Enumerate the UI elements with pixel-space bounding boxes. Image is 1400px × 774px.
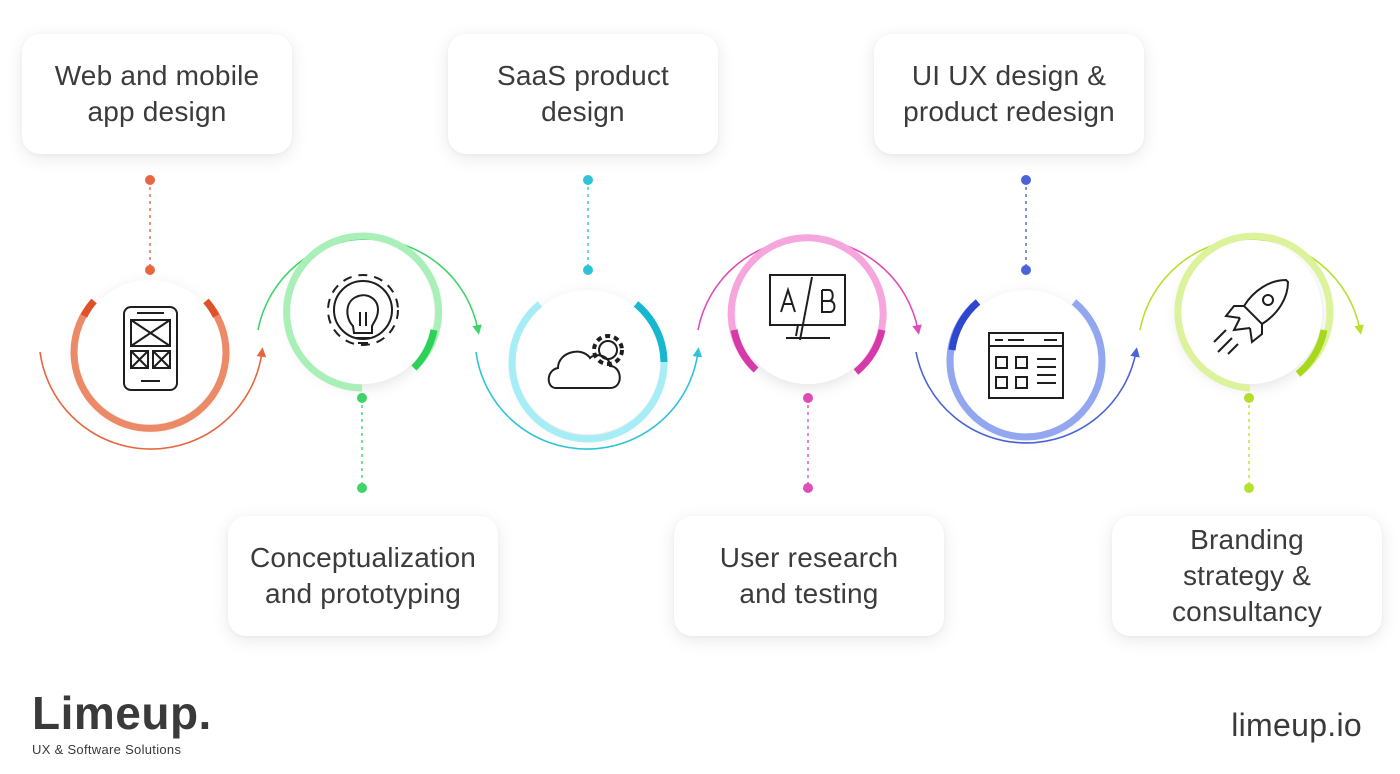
site-url[interactable]: limeup.io bbox=[1231, 707, 1362, 743]
step-card-3: SaaS product design bbox=[448, 34, 718, 154]
step-node-2 bbox=[283, 232, 443, 392]
step-label-5: UI UX design & product redesign bbox=[903, 60, 1115, 127]
step-card-1: Web and mobile app design bbox=[22, 34, 292, 154]
connector-arc-5 bbox=[915, 347, 1140, 444]
dotted-connectors bbox=[149, 180, 1250, 488]
connector-dots bbox=[145, 175, 1254, 493]
rocket-icon bbox=[1213, 278, 1290, 355]
step-card-4: User research and testing bbox=[674, 516, 944, 636]
step-label-1: Web and mobile app design bbox=[54, 60, 260, 127]
dashboard-window-icon bbox=[988, 332, 1064, 399]
gear-lightbulb-icon bbox=[327, 274, 399, 346]
cloud-gear-icon bbox=[547, 334, 624, 389]
mobile-wireframe-icon bbox=[123, 306, 178, 391]
step-node-3 bbox=[508, 290, 668, 443]
step-node-6 bbox=[1174, 232, 1334, 392]
step-node-1 bbox=[70, 280, 230, 432]
step-card-2: Conceptualization and prototyping bbox=[228, 516, 498, 636]
step-card-6: Branding strategy & consultancy bbox=[1112, 516, 1382, 636]
brand-tagline: UX & Software Solutions bbox=[32, 742, 182, 757]
step-label-4: User research and testing bbox=[719, 542, 899, 609]
step-node-5 bbox=[946, 290, 1106, 441]
step-label-2: Conceptualization and prototyping bbox=[250, 542, 476, 609]
step-label-3: SaaS product design bbox=[496, 60, 670, 127]
step-node-4 bbox=[727, 234, 887, 384]
brand-name: Limeup. bbox=[32, 687, 212, 739]
step-label-6: Branding strategy & consultancy bbox=[1171, 524, 1323, 627]
brand-logo: Limeup. UX & Software Solutions bbox=[32, 690, 212, 757]
ab-test-monitor-icon bbox=[769, 274, 846, 341]
connector-arc-1 bbox=[39, 347, 267, 450]
step-card-5: UI UX design & product redesign bbox=[874, 34, 1144, 154]
connector-arc-3 bbox=[475, 347, 703, 450]
